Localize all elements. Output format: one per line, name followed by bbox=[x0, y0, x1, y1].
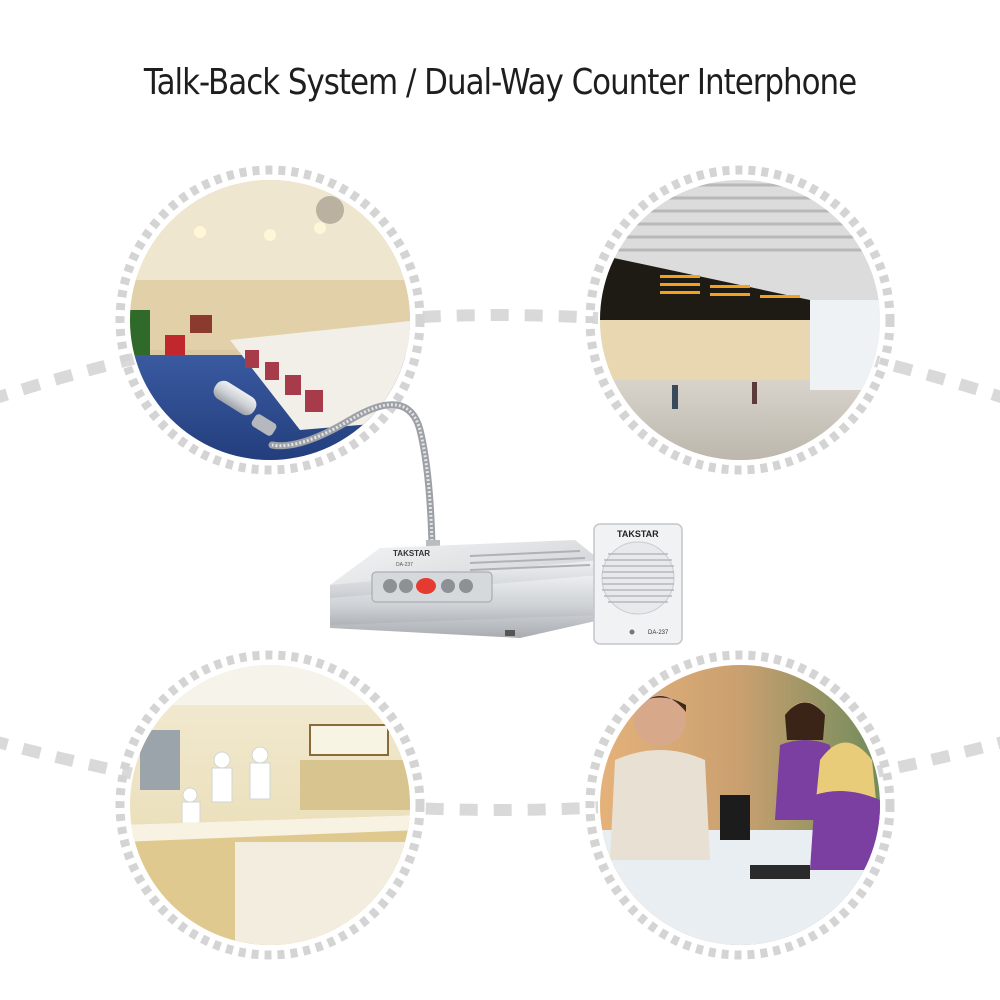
intercom-speaker-unit: TAKSTAR DA-237 bbox=[593, 523, 683, 645]
scene-hospital-reception bbox=[115, 650, 425, 960]
base-brand-label: TAKSTAR bbox=[393, 549, 430, 558]
intercom-base-station: TAKSTAR DA-237 bbox=[213, 380, 600, 638]
speaker-model-label: DA-237 bbox=[648, 630, 669, 636]
page-title: Talk-Back System / Dual-Way Counter Inte… bbox=[143, 62, 857, 103]
talk-button bbox=[416, 578, 436, 594]
gooseneck-microphone bbox=[213, 380, 277, 436]
base-model-label: DA-237 bbox=[396, 562, 413, 568]
dashed-arc-top bbox=[0, 309, 1000, 404]
speaker-brand-label: TAKSTAR bbox=[617, 529, 659, 539]
scene-train-station-ticket-hall bbox=[585, 165, 895, 475]
scene-customer-service-desk bbox=[585, 650, 895, 960]
